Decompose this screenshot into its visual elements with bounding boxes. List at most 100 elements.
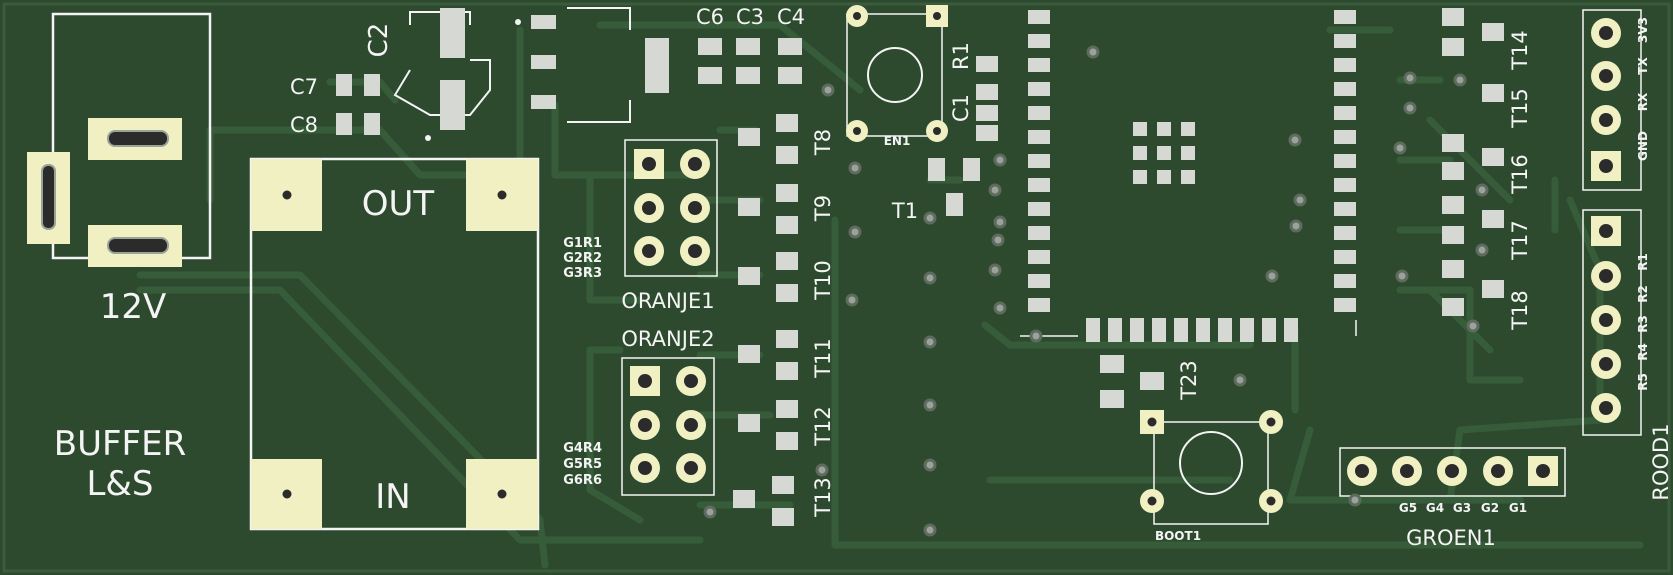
dcdc-module: OUT IN [249,157,540,531]
hole [1355,464,1369,478]
t1-pad [946,193,963,216]
t15-pad [1482,84,1504,102]
label-t16: T16 [1508,154,1532,195]
via [1475,183,1489,197]
t18-pad [1482,280,1504,298]
esp-pad [1174,318,1188,342]
via [993,153,1007,167]
esp-pad [1334,106,1356,120]
esp-pad [1028,82,1050,96]
label-t13: T13 [811,477,835,518]
esp-pad [1196,318,1210,342]
t1-pad [963,158,980,181]
label-tx: TX [1636,57,1650,75]
via [993,301,1007,315]
label-en1: EN1 [884,134,911,148]
r1-pad [976,56,998,72]
c8-pad [336,113,352,135]
t18-pad [1442,298,1464,316]
c6-pad [698,67,722,84]
via [1403,101,1417,115]
label-r2-pin: R2 [1636,285,1650,303]
reg-pin [531,15,556,29]
esp32-module [1020,10,1357,342]
hole [1599,69,1613,83]
esp-pad [1334,58,1356,72]
via [1293,193,1307,207]
esp-pad [1028,274,1050,288]
esp-pad [1334,274,1356,288]
en1-hole [853,12,861,20]
label-oranje2: ORANJE2 [621,327,714,351]
via [1086,45,1100,59]
esp-pad [1334,154,1356,168]
t14-pad [1442,38,1464,56]
c1-pad [976,125,998,141]
hole [684,374,698,388]
esp-pad [1240,318,1254,342]
boot1-hole [1147,496,1157,506]
oranje2-outline [621,357,715,496]
c4-pad [778,38,802,55]
label-g1r1: G1R1 [563,236,602,251]
label-t12: T12 [811,406,835,447]
esp-pad [1108,318,1122,342]
t13-pad [772,508,794,526]
boot1-actuator[interactable] [1179,431,1243,495]
esp-pad [1334,250,1356,264]
en1-hole [933,127,941,135]
esp-pad [1028,106,1050,120]
esp-pad [1262,318,1276,342]
pin1-marker [425,135,431,141]
c2-pad-top [440,8,465,58]
button-boot1[interactable]: BOOT1 [1140,410,1283,543]
t17-pad [1442,196,1464,214]
via [1393,141,1407,155]
hole [1599,269,1613,283]
via [1395,269,1409,283]
c4-pad [778,67,802,84]
esp-gnd-pad [1133,122,1147,136]
label-r4-pin: R4 [1636,343,1650,361]
boot1-hole [1147,417,1157,427]
en1-hole [933,12,941,20]
hole [1599,401,1613,415]
label-t17: T17 [1508,220,1532,261]
label-t15: T15 [1508,88,1532,129]
esp-pad [1334,10,1356,24]
reg-tab [645,38,669,93]
reg-pin [531,95,556,109]
esp-pad [1028,34,1050,48]
via [848,225,862,239]
label-c3: C3 [736,5,764,29]
via [1288,133,1302,147]
esp-gnd-pad [1157,146,1171,160]
button-en1[interactable]: EN1 [846,5,948,148]
label-t18: T18 [1508,290,1532,331]
hole [1599,113,1613,127]
via [988,263,1002,277]
label-3v3: 3V3 [1636,17,1650,43]
via [923,458,937,472]
via [991,233,1005,247]
dcdc-hole [282,489,292,499]
label-in: IN [375,477,410,517]
esp-pad [1028,202,1050,216]
esp-pad [1086,318,1100,342]
via [923,211,937,225]
via [993,215,1007,229]
t1-pad [928,158,945,181]
t23-pad [1100,390,1124,408]
hole [1599,224,1613,238]
hole [642,157,656,171]
label-r1: R1 [949,42,973,70]
en1-actuator[interactable] [867,47,923,103]
esp-gnd-pad [1157,170,1171,184]
transistor-t23: T23 [1100,355,1201,408]
label-c6: C6 [696,5,724,29]
t16-pad [1442,134,1464,152]
label-g2-pin: G2 [1481,501,1499,515]
label-g5r5: G5R5 [563,457,602,472]
c1-pad [976,105,998,121]
c7-pad [364,74,380,96]
